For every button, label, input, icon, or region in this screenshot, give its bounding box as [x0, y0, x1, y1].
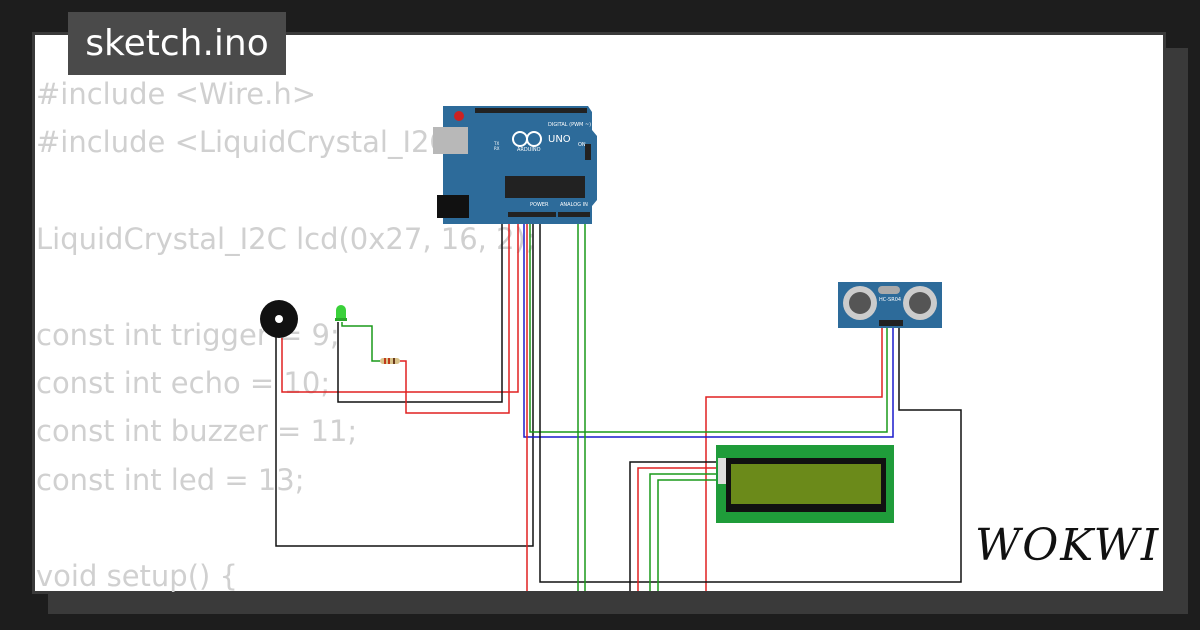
icsp-header — [585, 144, 591, 160]
analog-label: ANALOG IN — [560, 202, 588, 208]
power-header — [508, 212, 556, 217]
lcd-display[interactable] — [716, 445, 894, 523]
arduino-uno-board[interactable]: UNO ARDUINO DIGITAL (PWM ~) ANALOG IN PO… — [433, 106, 597, 224]
wire-black — [539, 215, 962, 583]
usb-port-icon — [433, 127, 468, 154]
power-label: POWER — [530, 202, 549, 208]
digital-header — [475, 108, 587, 113]
ultrasonic-sensor[interactable]: HC-SR04 — [838, 282, 942, 328]
wire-green — [529, 215, 888, 433]
wires — [275, 108, 962, 591]
wire-black — [275, 215, 534, 547]
file-name-tag: sketch.ino — [68, 12, 286, 75]
wire-blue — [523, 108, 894, 438]
wire-green — [657, 479, 724, 591]
tx-label: TX — [493, 141, 499, 146]
preview-card — [32, 32, 1166, 594]
arduino-logo-icon — [526, 131, 542, 147]
green-led[interactable] — [335, 305, 347, 321]
buzzer[interactable] — [260, 300, 298, 338]
wire-red — [281, 108, 519, 393]
digital-label: DIGITAL (PWM ~) — [548, 122, 591, 128]
wire-red — [705, 326, 883, 591]
power-jack-icon — [437, 195, 469, 218]
rx-label: RX — [494, 146, 500, 151]
code-line: const int echo = 10; — [36, 366, 331, 401]
wire-red — [637, 467, 724, 591]
wire-green — [341, 322, 380, 362]
on-label: ON — [578, 142, 586, 148]
analog-header — [558, 212, 590, 217]
code-preview: #include <Wire.h>#include <LiquidCrystal… — [36, 70, 536, 600]
microcontroller-chip — [505, 176, 585, 198]
board-brand: ARDUINO — [517, 147, 541, 153]
wokwi-logo: WOKWI — [975, 520, 1161, 571]
wire-black — [629, 461, 724, 591]
code-line: #include <Wire.h> — [36, 77, 317, 111]
code-line: const int led = 13; — [36, 462, 305, 497]
code-line: const int buzzer = 11; — [36, 414, 358, 449]
board-name: UNO — [548, 134, 571, 145]
code-line: void setup() { — [36, 558, 238, 593]
wire-green — [649, 473, 724, 591]
sensor-label: HC-SR04 — [879, 297, 901, 303]
resistor[interactable] — [380, 358, 400, 364]
reset-button[interactable] — [454, 111, 464, 121]
wire-red — [400, 108, 510, 414]
wire-black — [337, 108, 503, 403]
